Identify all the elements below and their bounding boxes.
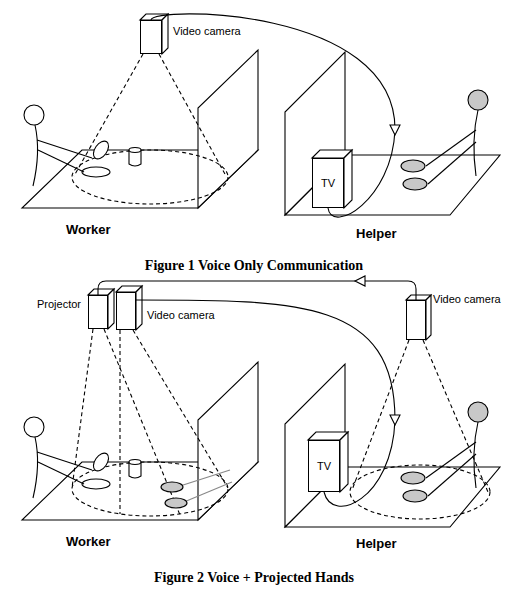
worker-figure-part xyxy=(24,417,44,437)
tv-3d-faces xyxy=(308,432,348,492)
worker-figure-part xyxy=(38,462,84,484)
helper-figure xyxy=(401,90,488,190)
worker-table-part xyxy=(198,50,258,208)
worker-figure-part xyxy=(38,150,84,172)
work-objects-part xyxy=(129,460,141,465)
helper-table xyxy=(285,52,500,215)
helper-figure-part xyxy=(468,402,488,422)
work-objects-part xyxy=(82,479,110,489)
connector-line xyxy=(151,14,395,130)
signal-connector xyxy=(136,300,400,506)
camera-view-cone-part xyxy=(74,54,143,176)
figure-caption: Figure 1 Voice Only Communication xyxy=(0,258,508,274)
camera-view-cone-part xyxy=(350,465,490,519)
work-objects-part xyxy=(90,450,111,473)
projected-hands-part xyxy=(165,498,187,508)
camera-view-cone-part xyxy=(352,340,409,490)
worker-figure-part xyxy=(33,125,38,186)
projector-camera-3d-faces-part xyxy=(136,286,142,330)
helper-table-part xyxy=(285,155,500,215)
node-label: Projector xyxy=(37,298,81,311)
worker-figure-part xyxy=(37,452,92,470)
worker-table xyxy=(22,362,258,520)
helper-figure xyxy=(401,402,488,502)
worker-figure-part xyxy=(33,437,38,498)
video-camera: Video camera xyxy=(406,300,426,340)
work-objects-part xyxy=(129,148,141,153)
helper-figure-part xyxy=(468,90,488,110)
video-camera: Video camera xyxy=(140,20,162,54)
connector-line xyxy=(136,300,395,420)
person-label: Worker xyxy=(66,222,111,237)
node-label: Video camera xyxy=(173,25,241,38)
camera-view-cone xyxy=(72,54,228,204)
person-label: Helper xyxy=(356,536,396,551)
node-label: Video camera xyxy=(147,309,215,322)
arrow-head xyxy=(355,276,365,286)
helper-figure-part xyxy=(428,454,476,496)
camera-3d-faces-part xyxy=(162,14,168,54)
worker-figure-part xyxy=(24,105,44,125)
arrow-head xyxy=(390,125,400,135)
camera-view-cone-part xyxy=(119,330,120,514)
signal-connector xyxy=(151,14,400,217)
work-objects-part xyxy=(90,138,111,161)
helper-figure-part xyxy=(403,178,427,190)
node-label: TV xyxy=(317,460,331,473)
camera-view-cone-part xyxy=(133,330,228,488)
helper-figure-part xyxy=(401,472,425,484)
tv-monitor: TV xyxy=(308,440,340,492)
worker-figure xyxy=(24,105,92,186)
tv-3d-faces-part xyxy=(344,150,352,208)
projected-hands xyxy=(161,470,232,508)
camera-3d-faces xyxy=(140,14,168,54)
projector-camera-3d-faces xyxy=(88,286,142,330)
tv-3d-faces xyxy=(312,150,352,208)
work-objects-part xyxy=(82,167,110,177)
worker-table-part xyxy=(198,362,258,520)
helper-table-part xyxy=(285,52,345,215)
video-camera: Video camera xyxy=(116,292,136,330)
signal-connector xyxy=(98,276,416,300)
projector-camera-3d-faces-part xyxy=(108,289,114,329)
tv-3d-faces-part xyxy=(340,432,348,492)
arrow-head xyxy=(390,415,400,425)
helper-figure-part xyxy=(428,142,476,184)
helper-table-part xyxy=(285,364,345,527)
projected-hands-part xyxy=(180,470,230,486)
person-label: Worker xyxy=(66,534,111,549)
connector-line xyxy=(98,281,416,300)
person-label: Helper xyxy=(356,226,396,241)
camera-3d-faces xyxy=(406,295,431,340)
camera-view-cone xyxy=(72,329,228,516)
figure-caption: Figure 2 Voice + Projected Hands xyxy=(0,570,508,586)
camera-view-cone-part xyxy=(159,54,226,176)
node-label: TV xyxy=(321,177,335,190)
helper-figure-part xyxy=(401,160,425,172)
camera-view-cone xyxy=(350,340,490,519)
helper-figure-part xyxy=(403,490,427,502)
worker-table xyxy=(22,50,258,208)
node-label: Video camera xyxy=(433,293,501,306)
worker-figure xyxy=(24,417,92,498)
tv-monitor: TV xyxy=(312,158,344,208)
projected-hands-part xyxy=(184,482,232,502)
camera-3d-faces-part xyxy=(426,295,431,340)
worker-figure-part xyxy=(37,140,92,158)
projector: Projector xyxy=(88,295,108,329)
projected-hands-part xyxy=(161,482,183,492)
